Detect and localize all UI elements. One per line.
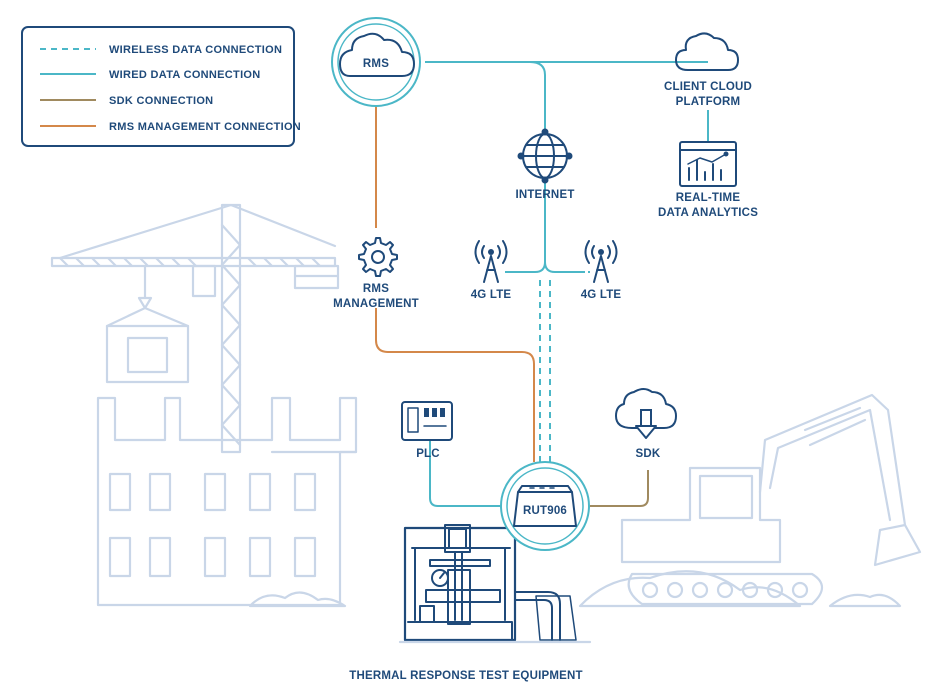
sdk-node: SDK — [615, 388, 677, 460]
internet-node: INTERNET — [515, 128, 574, 201]
excavator-illustration — [578, 393, 922, 608]
background-construction-scene — [50, 203, 922, 644]
analytics-label-1: REAL-TIME — [676, 192, 741, 204]
crane-illustration — [50, 203, 340, 454]
client-cloud-label-2: PLATFORM — [676, 96, 741, 108]
legend-box: WIRELESS DATA CONNECTION WIRED DATA CONN… — [21, 26, 301, 147]
wireless-towers-to-router — [539, 280, 551, 462]
plc-node: PLC — [401, 401, 453, 460]
plc-device-icon — [401, 401, 453, 441]
client-cloud-label-1: CLIENT CLOUD — [664, 81, 752, 93]
legend-wired-label: WIRED DATA CONNECTION — [109, 69, 261, 81]
rms-node: RMS — [331, 17, 421, 107]
plc-label: PLC — [416, 448, 440, 460]
legend-wireless-label: WIRELESS DATA CONNECTION — [109, 44, 282, 56]
legend-rms-label: RMS MANAGEMENT CONNECTION — [109, 121, 301, 133]
rms-cloud-icon — [339, 32, 415, 77]
router-node: RUT906 — [500, 461, 590, 551]
cell-tower-icon — [474, 240, 508, 283]
rms-management-label-2: MANAGEMENT — [333, 298, 419, 310]
test-equipment-illustration — [398, 524, 592, 644]
connection-lines — [375, 61, 709, 507]
analytics-node: REAL-TIME DATA ANALYTICS — [658, 141, 758, 219]
analytics-dashboard-icon — [679, 141, 737, 187]
rms-mgmt-line — [375, 104, 535, 462]
analytics-label-2: DATA ANALYTICS — [658, 207, 758, 219]
internet-label: INTERNET — [515, 189, 574, 201]
sdk-line — [590, 470, 649, 507]
sdk-label: SDK — [636, 448, 661, 460]
building-illustration — [96, 396, 358, 608]
router-device-icon — [513, 485, 577, 527]
router-label: RUT906 — [523, 505, 567, 517]
wired-internet-to-towers — [510, 180, 585, 273]
cell-tower-icon — [584, 240, 618, 283]
rms-label: RMS — [363, 58, 389, 70]
lte-left-label: 4G LTE — [471, 289, 512, 301]
gear-icon — [358, 237, 398, 277]
cloud-download-icon — [615, 388, 677, 429]
equipment-label: THERMAL RESPONSE TEST EQUIPMENT — [349, 670, 582, 682]
rms-management-node: RMS MANAGEMENT — [333, 237, 419, 310]
wired-plc-to-router — [429, 440, 500, 507]
lte-tower-right: 4G LTE — [581, 240, 622, 301]
client-cloud-icon — [675, 32, 739, 71]
legend-sdk-label: SDK CONNECTION — [109, 95, 213, 107]
rms-management-label-1: RMS — [363, 283, 389, 295]
wired-to-internet — [529, 61, 546, 132]
lte-tower-left: 4G LTE — [471, 240, 512, 301]
lte-right-label: 4G LTE — [581, 289, 622, 301]
client-cloud-node: CLIENT CLOUD PLATFORM — [664, 32, 752, 108]
globe-icon — [517, 128, 573, 184]
